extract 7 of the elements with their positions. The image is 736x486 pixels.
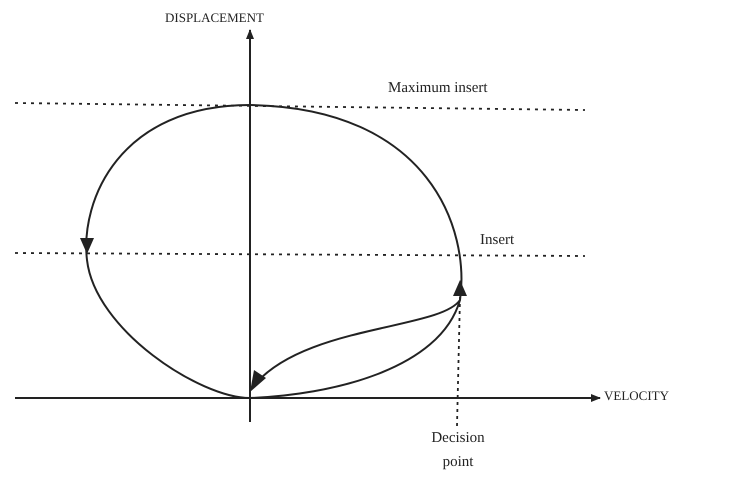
axis-label: VELOCITY xyxy=(604,388,669,404)
leader-line xyxy=(456,296,461,426)
threshold-label: Insert xyxy=(480,232,514,249)
direction-arrowhead xyxy=(453,280,467,296)
threshold-label: Maximum insert xyxy=(388,80,488,97)
axis-label: DISPLACEMENT xyxy=(165,10,264,26)
callout-text: Decision point xyxy=(418,426,498,474)
